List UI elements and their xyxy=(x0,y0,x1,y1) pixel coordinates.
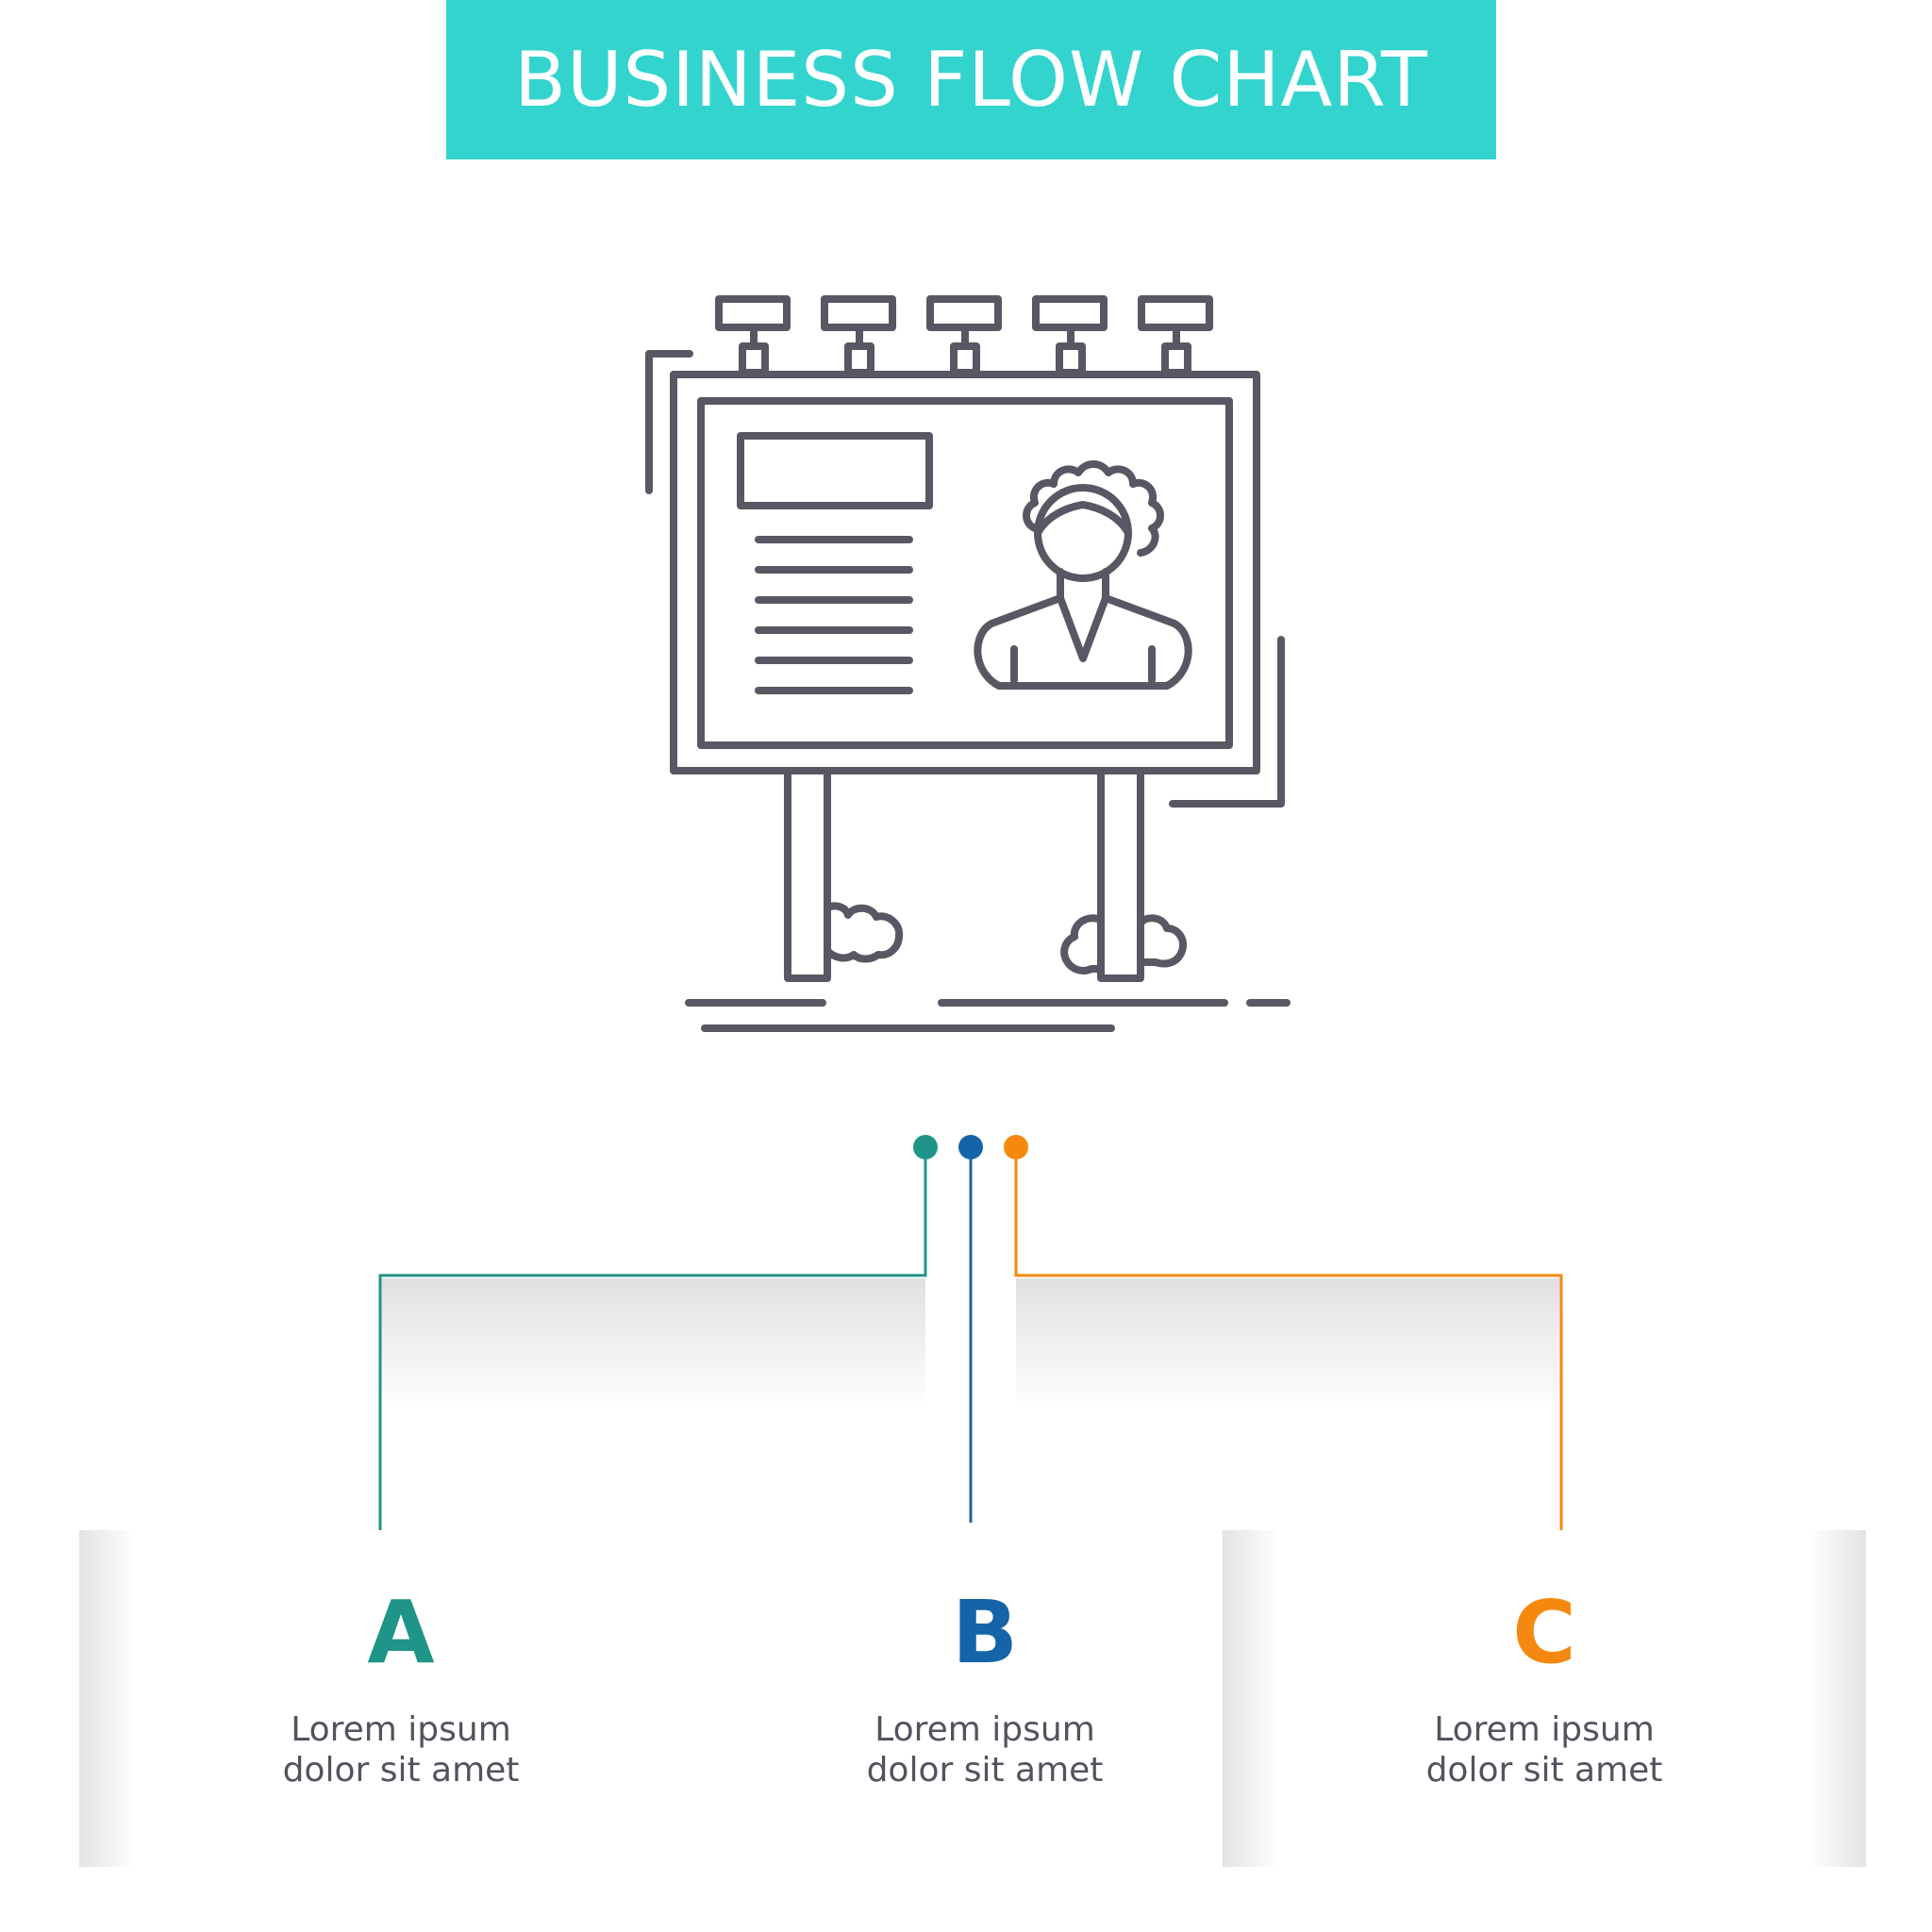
step-description: Lorem ipsum dolor sit amet xyxy=(1425,1710,1663,1790)
step-description: Lorem ipsum dolor sit amet xyxy=(866,1710,1104,1790)
connector-shade-right xyxy=(1016,1278,1561,1410)
connector-line-c xyxy=(1014,1147,1563,1543)
connector-line-a xyxy=(378,1147,927,1543)
step-card-b: B Lorem ipsum dolor sit amet xyxy=(663,1530,1307,1867)
step-card-c: C Lorem ipsum dolor sit amet xyxy=(1223,1530,1866,1867)
step-letter: B xyxy=(951,1582,1019,1683)
page-title: BUSINESS FLOW CHART xyxy=(514,36,1428,124)
step-card-a: A Lorem ipsum dolor sit amet xyxy=(79,1530,723,1867)
step-letter: C xyxy=(1512,1582,1576,1683)
lamp-icon xyxy=(926,295,1002,376)
person-icon xyxy=(974,460,1192,690)
step-letter: A xyxy=(367,1582,435,1683)
step-description: Lorem ipsum dolor sit amet xyxy=(282,1710,520,1790)
title-banner: BUSINESS FLOW CHART xyxy=(446,0,1496,159)
connector-shade-left xyxy=(380,1278,925,1410)
